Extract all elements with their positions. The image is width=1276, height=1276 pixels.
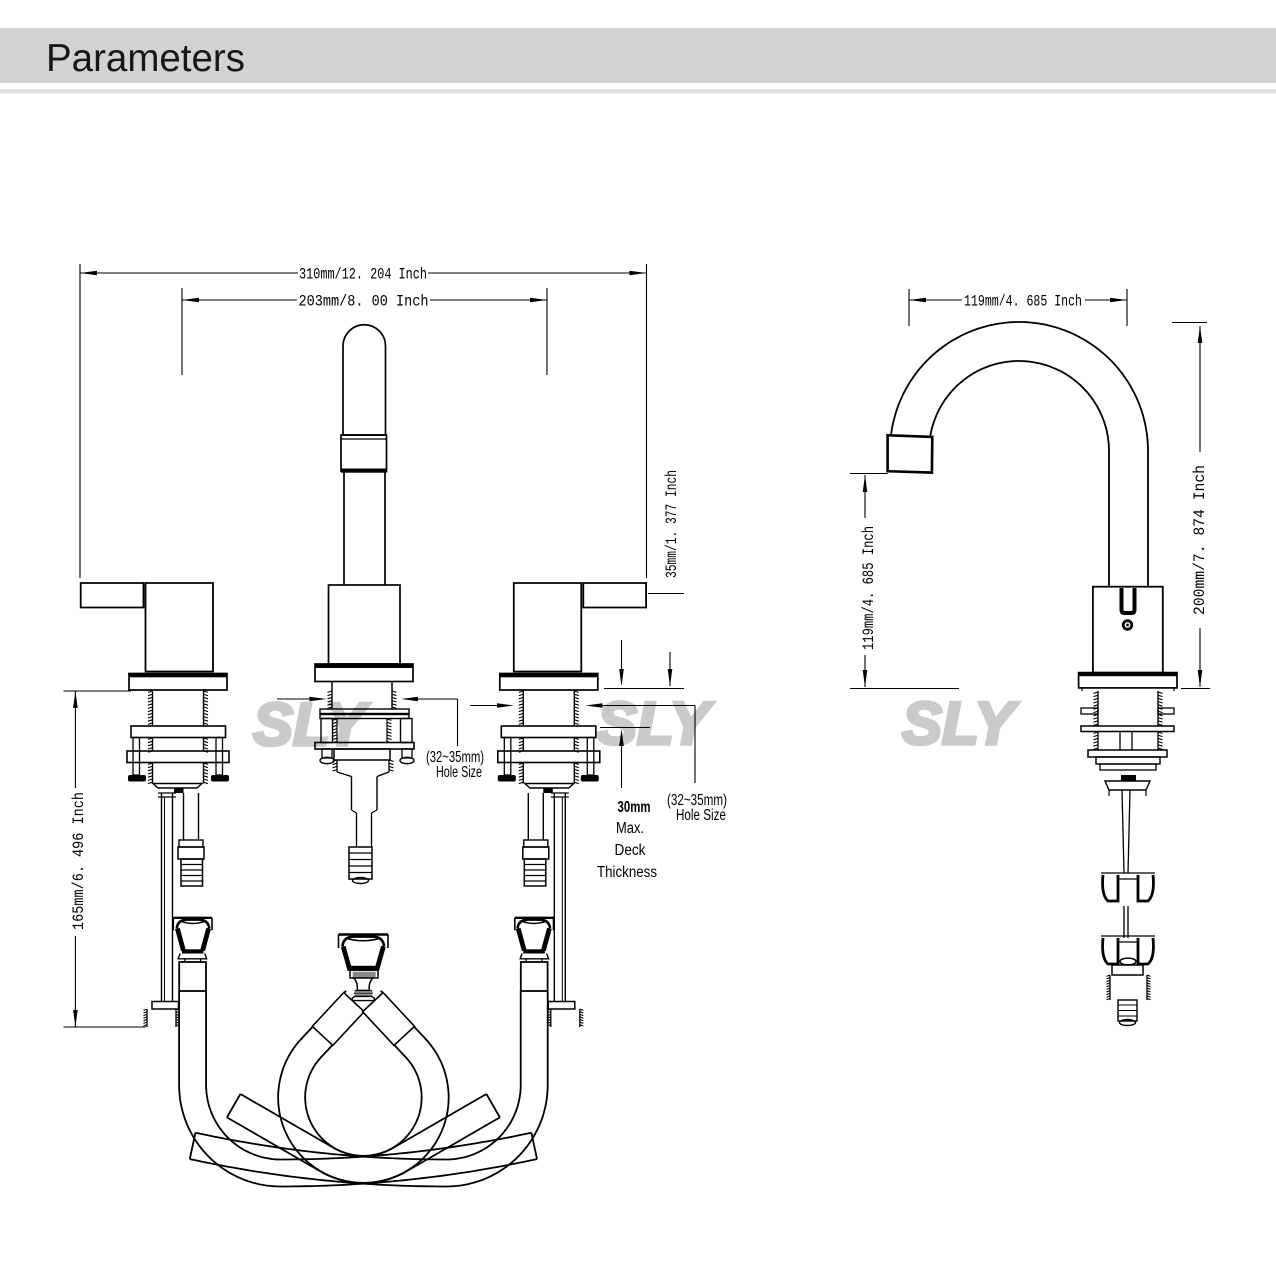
svg-text:119mm/4. 685 Inch: 119mm/4. 685 Inch — [860, 526, 878, 650]
svg-text:SLY: SLY — [902, 690, 1019, 757]
svg-text:30mm: 30mm — [618, 799, 651, 816]
svg-text:310mm/12. 204 Inch: 310mm/12. 204 Inch — [299, 266, 427, 284]
svg-text:200mm/7. 874 Inch: 200mm/7. 874 Inch — [1191, 465, 1209, 615]
svg-text:(32~35mm): (32~35mm) — [667, 792, 727, 809]
svg-text:165mm/6. 496 Inch: 165mm/6. 496 Inch — [70, 792, 88, 930]
svg-text:(32~35mm): (32~35mm) — [426, 749, 484, 766]
svg-text:Thickness: Thickness — [597, 864, 657, 881]
svg-text:Hole Size: Hole Size — [436, 764, 482, 781]
svg-text:Hole Size: Hole Size — [676, 807, 726, 824]
svg-text:SLY: SLY — [597, 690, 714, 757]
svg-text:203mm/8. 00 Inch: 203mm/8. 00 Inch — [299, 293, 429, 311]
svg-text:35mm/1. 377 Inch: 35mm/1. 377 Inch — [663, 470, 681, 578]
svg-text:119mm/4. 685 Inch: 119mm/4. 685 Inch — [964, 293, 1082, 311]
svg-text:Deck: Deck — [615, 842, 646, 859]
svg-text:Parameters: Parameters — [46, 37, 245, 80]
svg-text:Max.: Max. — [616, 820, 644, 837]
svg-text:SLY: SLY — [253, 691, 370, 758]
